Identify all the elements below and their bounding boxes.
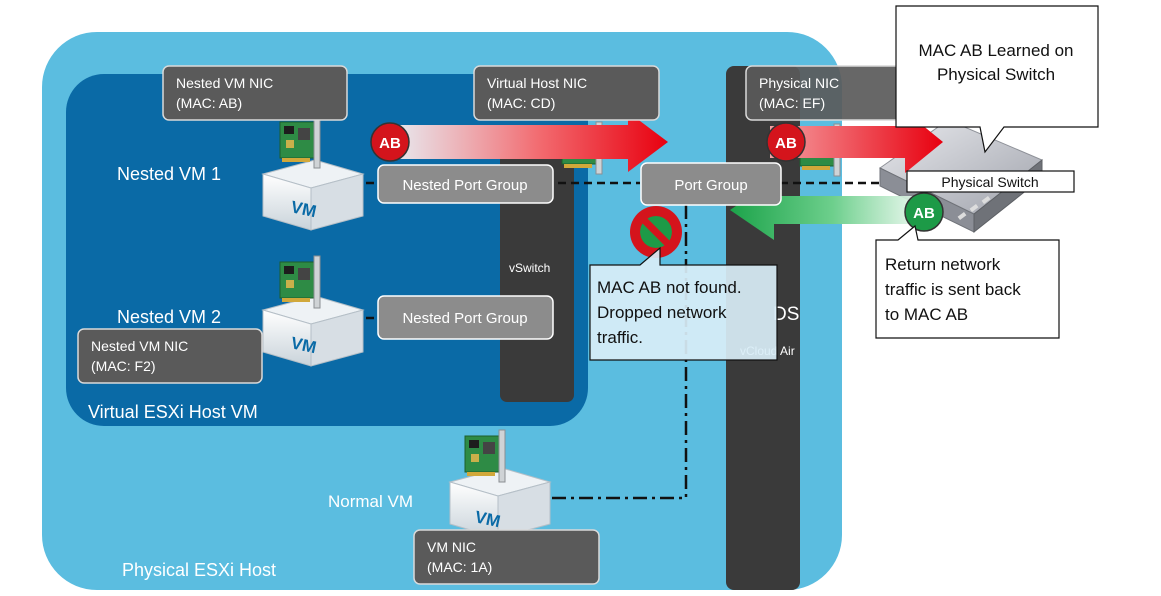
svg-text:Dropped network: Dropped network (597, 303, 727, 322)
normal-vm-nic-label: VM NIC (MAC: 1A) (413, 529, 600, 585)
vswitch-label: vSwitch (509, 261, 550, 275)
svg-text:(MAC: F2): (MAC: F2) (91, 358, 156, 374)
virtual-esxi-host-label: Virtual ESXi Host VM (88, 402, 258, 422)
svg-text:(MAC: 1A): (MAC: 1A) (427, 559, 492, 575)
virtual-host-nic-label: Virtual Host NIC (MAC: CD) (473, 65, 660, 121)
svg-text:(MAC: AB): (MAC: AB) (176, 95, 242, 111)
physical-nic-label: Physical NIC (MAC: EF) (745, 65, 932, 121)
svg-text:Nested VM NIC: Nested VM NIC (176, 75, 273, 91)
ab-badge-return: AB (904, 192, 944, 232)
mac-learned-callout: MAC AB Learned on Physical Switch (895, 5, 1099, 154)
nested-vm2-nic-label: Nested VM NIC (MAC: F2) (77, 328, 263, 384)
normal-vm-nic-card-icon (464, 429, 506, 483)
svg-text:traffic is sent back: traffic is sent back (885, 280, 1021, 299)
svg-text:to MAC AB: to MAC AB (885, 305, 968, 324)
svg-text:Physical Switch: Physical Switch (937, 65, 1055, 84)
nested-port-group-1: Nested Port Group (377, 164, 554, 204)
ab-badge-1: AB (370, 122, 410, 162)
ab-badge-return-text: AB (913, 205, 935, 222)
return-arrow (730, 180, 935, 240)
svg-text:MAC AB Learned on: MAC AB Learned on (919, 41, 1074, 60)
physical-switch-label: Physical Switch (906, 170, 1075, 193)
normal-vm-logo: VM (473, 507, 502, 531)
vds-port-group: Port Group (640, 162, 782, 206)
nested-port-group-2: Nested Port Group (377, 295, 554, 340)
nested-vm1-label: Nested VM 1 (117, 164, 221, 184)
svg-text:Physical NIC: Physical NIC (759, 75, 839, 91)
nested-vm2-label: Nested VM 2 (117, 307, 221, 327)
ab-badge-1-text: AB (379, 135, 401, 152)
nested-port-group-1-label: Nested Port Group (402, 177, 527, 194)
nested-vm1-nic-card-icon (279, 115, 321, 169)
blocked-ab-icon (630, 206, 682, 258)
svg-text:Return network: Return network (885, 255, 1001, 274)
svg-text:traffic.: traffic. (597, 328, 643, 347)
nested-vm2-nic-card-icon (279, 255, 321, 309)
nested-port-group-2-label: Nested Port Group (402, 310, 527, 327)
svg-text:(MAC: EF): (MAC: EF) (759, 95, 825, 111)
svg-text:Virtual Host NIC: Virtual Host NIC (487, 75, 587, 91)
svg-text:(MAC: CD): (MAC: CD) (487, 95, 555, 111)
physical-esxi-host-label: Physical ESXi Host (122, 560, 276, 580)
nested-vm1-nic-label: Nested VM NIC (MAC: AB) (162, 65, 348, 121)
normal-vm-label: Normal VM (328, 492, 413, 511)
nested-vm1-logo: VM (289, 197, 318, 221)
svg-text:VM NIC: VM NIC (427, 539, 476, 555)
ab-badge-2-text: AB (775, 135, 797, 152)
return-traffic-callout: Return network traffic is sent back to M… (875, 224, 1060, 339)
svg-text:MAC AB not found.: MAC AB not found. (597, 278, 742, 297)
svg-text:Physical Switch: Physical Switch (941, 174, 1038, 190)
vds-port-group-label: Port Group (674, 177, 747, 194)
nested-vm2-logo: VM (289, 333, 318, 357)
ab-badge-2: AB (766, 122, 806, 162)
svg-text:Nested VM NIC: Nested VM NIC (91, 338, 188, 354)
vds-label: DS (773, 304, 799, 325)
dropped-traffic-callout: MAC AB not found. Dropped network traffi… (589, 246, 778, 361)
outbound-arrow-1 (384, 112, 668, 172)
